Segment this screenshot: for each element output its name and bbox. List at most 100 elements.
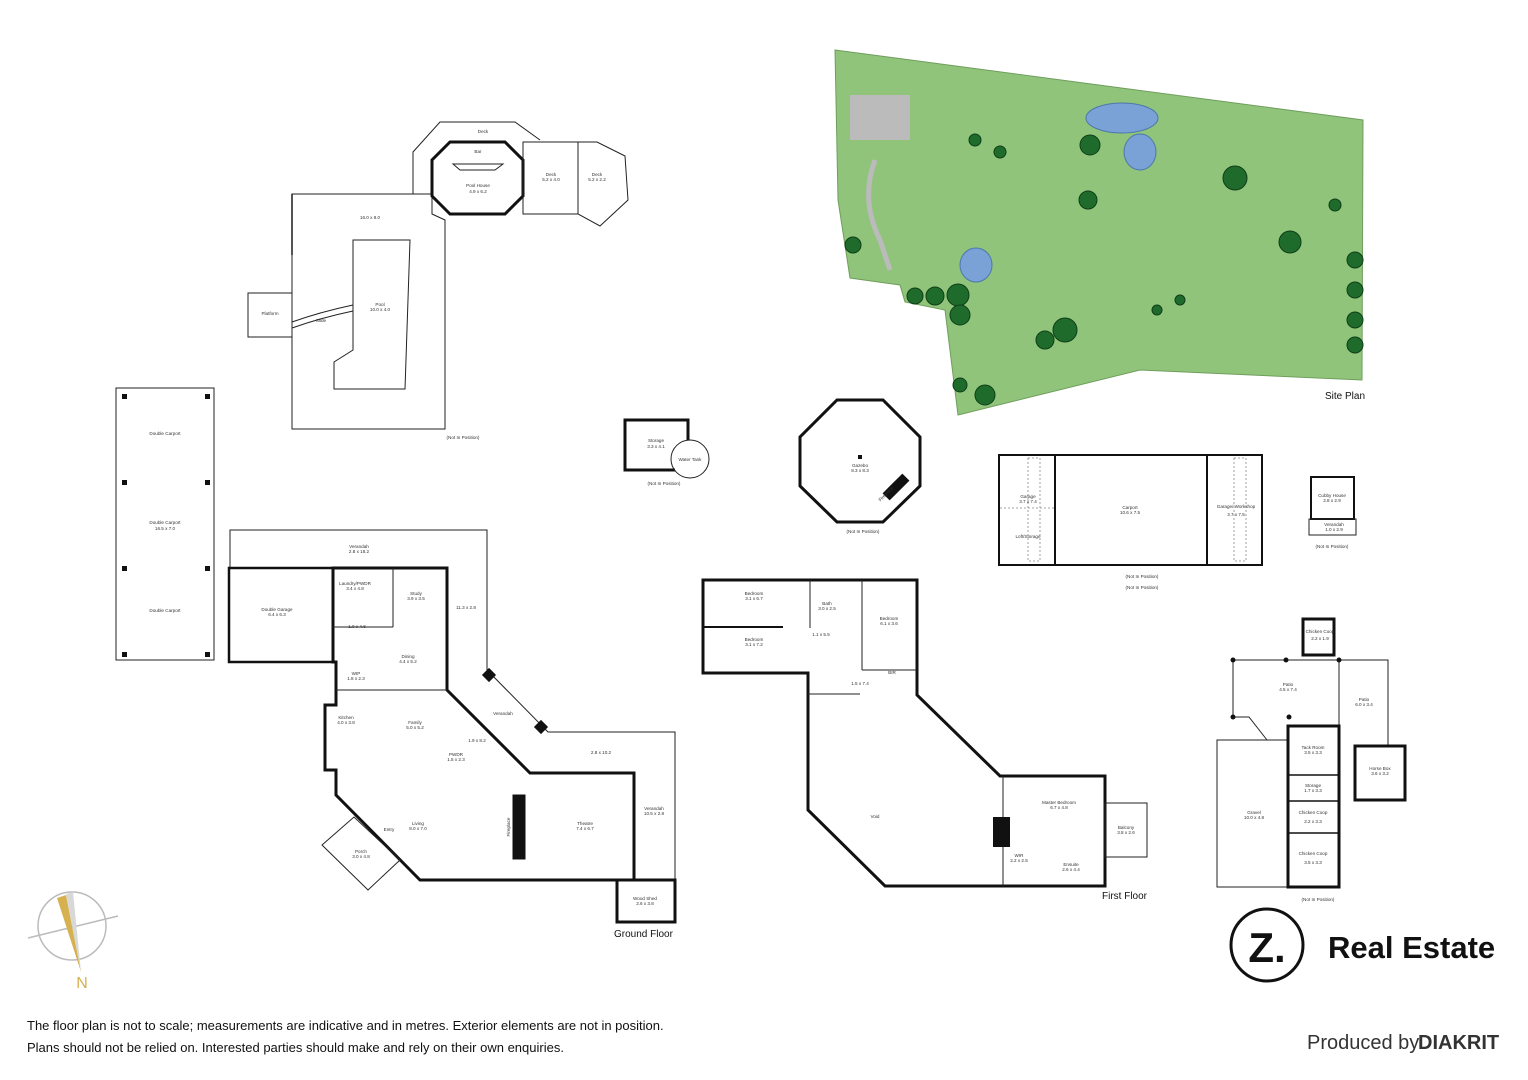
horse-box-label: Horse Box (1369, 766, 1391, 771)
dining-dims: 4.4 x 5.2 (399, 659, 417, 664)
theatre-dims: 7.4 x 6.7 (576, 826, 594, 831)
wood-shed-dims: 2.6 x 3.8 (636, 901, 654, 906)
slide-label: Slide (316, 318, 327, 323)
verandah-top-dims: 2.8 x 18.2 (349, 549, 370, 554)
landing-dims: 1.5 x 7.4 (851, 681, 869, 686)
verandah-side-dims: 11.3 x 2.8 (456, 605, 476, 610)
bed3-label: Bedroom (880, 616, 899, 621)
kitchen-label: Kitchen (338, 715, 354, 720)
ensuite-label: Ensuite (1063, 862, 1079, 867)
hall-dims-ff: 1.1 x 5.5 (812, 632, 830, 637)
balcony-label: Balcony (1118, 825, 1135, 830)
study-dims: 3.9 x 3.5 (407, 596, 425, 601)
cubby-label: Cubby House (1318, 493, 1346, 498)
coop3-dims: 3.5 x 3.3 (1304, 860, 1322, 865)
verandah-east-dims: 10.5 x 2.8 (644, 811, 665, 816)
gravel-dims: 10.0 x 4.8 (1244, 815, 1265, 820)
compass-north-label: N (76, 975, 88, 992)
workshop-dims: 3.7 x 7.5 (1227, 512, 1245, 517)
pool-house-plan: Deck Bar Pool House 4.9 x 6.2 Deck 5.2 x… (247, 121, 629, 440)
pool-house-label: Pool House (466, 183, 490, 188)
compass-icon: N (27, 891, 119, 992)
tack-room-label: Tack Room (1302, 745, 1325, 750)
trees (844, 133, 1364, 406)
hall2-dims: 1.9 x 8.2 (468, 738, 486, 743)
producer-name: DIAKRIT (1418, 1032, 1499, 1054)
workshop-label: Garage/ Workshop (1217, 504, 1256, 509)
double-garage-dims: 6.4 x 6.3 (268, 612, 286, 617)
cubby-house-plan: Cubby House 2.8 x 2.9 Verandah 1.0 x 2.9… (1308, 476, 1357, 549)
cubby-verandah-label: Verandah (1324, 522, 1344, 527)
storage-label: Storage (648, 438, 665, 443)
carport-b-dims: 16.5 x 7.0 (155, 526, 176, 531)
wood-shed-label: Wood Shed (633, 896, 657, 901)
laundry-label: Laundry/PWDR (339, 581, 372, 586)
bed2-label: Bedroom (745, 637, 764, 642)
garage-carport-block: Garage 3.7 x 7.4 Loft/Storage Carport 10… (998, 454, 1263, 579)
storage-dims: 3.3 x 4.1 (647, 444, 665, 449)
deck-top-label: Deck (478, 129, 489, 134)
theatre-label: Theatre (577, 821, 593, 826)
carport-dims: 10.6 x 7.5 (1120, 510, 1141, 515)
pool-dims: 10.0 x 4.0 (370, 307, 391, 312)
void-label: Void (871, 814, 880, 819)
horse-box-dims: 3.6 x 3.2 (1371, 771, 1389, 776)
farm-buildings-plan: Chicken Coop 2.2 x 1.9 Patio 4.5 x 7.4 P… (1216, 617, 1407, 902)
living-dims: 8.0 x 7.0 (409, 826, 427, 831)
coop-top-label: Chicken Coop (1306, 629, 1335, 634)
disclaimer-line-2: Plans should not be relied on. Intereste… (27, 1040, 564, 1055)
kitchen-dims: 4.0 x 3.8 (337, 720, 355, 725)
gazebo-not-in-position: (Not In Position) (847, 529, 880, 534)
wir-dims: 2.2 x 2.5 (1010, 858, 1028, 863)
verandah-top-label: Verandah (349, 544, 369, 549)
garage-not-in-position: (Not In Position) (1126, 574, 1159, 579)
garage-label: Garage (1020, 494, 1036, 499)
first-floor-title: First Floor (1102, 891, 1148, 902)
bed2-dims: 3.1 x 7.2 (745, 642, 763, 647)
verandah-east-label: Verandah (644, 806, 664, 811)
bir-label: BIR (888, 670, 896, 675)
patio2-label: Patio (1359, 697, 1370, 702)
wip-dims: 1.8 x 2.3 (347, 676, 365, 681)
pool-house-walls (430, 140, 525, 216)
pool-not-in-position: (Not In Position) (447, 435, 480, 440)
carport-c-label: Double Carport (149, 608, 181, 613)
cubby-dims: 2.8 x 2.9 (1323, 498, 1341, 503)
gazebo-label: Gazebo (852, 463, 869, 468)
coop-top-dims: 2.2 x 1.9 (1311, 636, 1329, 641)
bed1-dims: 3.1 x 6.7 (745, 596, 763, 601)
ensuite-dims: 2.6 x 4.4 (1062, 867, 1080, 872)
double-carport-plan: Double Carport Double Carport 16.5 x 7.0… (115, 387, 215, 661)
first-floor-plan: Bedroom 3.1 x 6.7 Bedroom 3.1 x 7.2 Bath… (701, 578, 1159, 902)
verandah-right-dims: 2.8 x 10.2 (591, 750, 612, 755)
ground-floor-plan: Verandah 2.8 x 18.2 Double Garage 6.4 x … (227, 529, 677, 940)
brand-name: Real Estate (1328, 930, 1495, 965)
produced-by-label: Produced by (1307, 1032, 1419, 1054)
deck1-dims: 5.2 x 4.0 (542, 177, 560, 182)
garage-dims: 3.7 x 7.4 (1019, 499, 1037, 504)
master-bedroom-label: Master Bedroom (1042, 800, 1076, 805)
balcony-dims: 3.8 x 2.6 (1117, 830, 1135, 835)
carport-a-label: Double Carport (149, 431, 181, 436)
loft-storage-label: Loft/Storage (1015, 534, 1040, 539)
pool-enclosure-dims: 16.0 x 8.0 (360, 215, 381, 220)
porch-dims: 3.0 x 4.8 (352, 854, 370, 859)
cubby-verandah-dims: 1.0 x 2.9 (1325, 527, 1343, 532)
fireplace-label: Fireplace (506, 817, 511, 836)
laundry-dims: 3.4 x 4.8 (346, 586, 364, 591)
family-label: Family (408, 720, 422, 725)
platform-label: Platform (261, 311, 278, 316)
pool-label: Pool (375, 302, 384, 307)
site-plan: Site Plan (834, 49, 1365, 416)
bath-dims: 3.0 x 2.5 (818, 606, 836, 611)
living-label: Living (412, 821, 424, 826)
coop3-label: Chicken Coop (1299, 851, 1328, 856)
dining-label: Dining (401, 654, 414, 659)
carport-label: Carport (1122, 505, 1138, 510)
patio1-dims: 4.5 x 7.4 (1279, 687, 1297, 692)
ground-floor-title: Ground Floor (614, 929, 674, 940)
family-dims: 5.0 x 5.2 (406, 725, 424, 730)
pool-house-dims: 4.9 x 6.2 (469, 189, 487, 194)
pwdr-label: PWDR (449, 752, 464, 757)
